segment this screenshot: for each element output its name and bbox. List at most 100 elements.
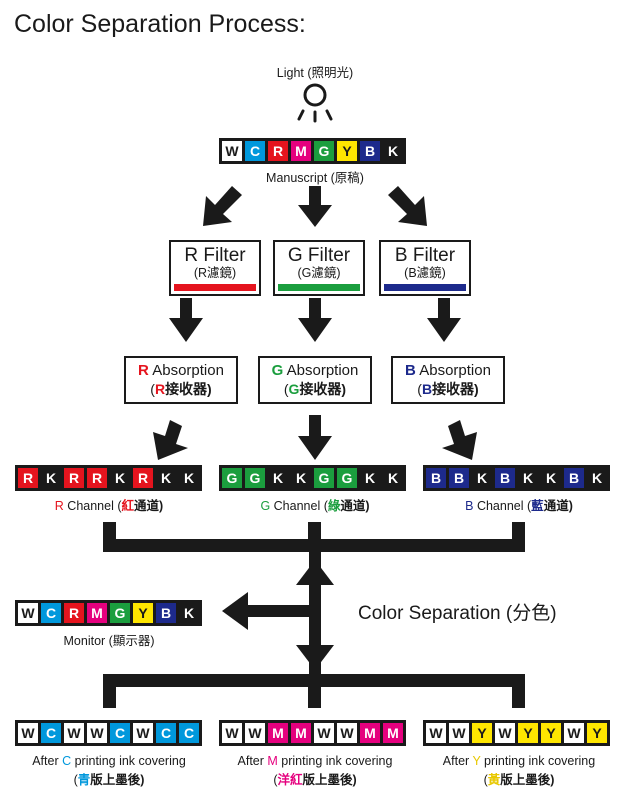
- color-cell: W: [18, 603, 38, 623]
- channel-colored-char: 綠: [327, 499, 341, 513]
- arrow-icon: [442, 420, 477, 460]
- color-cell: G: [337, 468, 357, 488]
- output-text-tail: 版上墨後): [302, 773, 357, 787]
- color-cell: G: [314, 141, 334, 161]
- channel-letter: B: [465, 499, 474, 513]
- color-cell: W: [314, 723, 334, 743]
- color-cell: K: [383, 141, 403, 161]
- color-cell: M: [360, 723, 380, 743]
- c-output-label: After C printing ink covering (青版上墨後): [32, 752, 186, 790]
- collector-bracket: [103, 539, 525, 552]
- color-cell: M: [291, 141, 311, 161]
- filter-title: G Filter: [287, 245, 351, 266]
- absorption-letter: B: [405, 362, 416, 379]
- g-absorption-box: G Absorption (G接收器): [258, 356, 372, 404]
- paren: (: [417, 381, 422, 397]
- b-filter-box: B Filter (B濾鏡): [379, 240, 471, 296]
- color-cell: M: [268, 723, 288, 743]
- color-cell: M: [291, 723, 311, 743]
- color-cell: W: [64, 723, 84, 743]
- channel-letter: G: [260, 499, 271, 513]
- arrow-icon: [169, 298, 203, 342]
- output-text: printing ink covering: [480, 754, 596, 768]
- output-colored-chars: 黃: [487, 773, 501, 787]
- output-letter: Y: [472, 754, 481, 768]
- color-cell: K: [110, 468, 130, 488]
- arrow-icon: [298, 298, 332, 342]
- color-cell: M: [87, 603, 107, 623]
- color-cell: K: [156, 468, 176, 488]
- channel-letter: R: [54, 499, 64, 513]
- arrow-icon: [203, 186, 242, 226]
- color-cell: K: [179, 603, 199, 623]
- separation-label: Color Separation (分色): [358, 603, 557, 624]
- color-cell: R: [18, 468, 38, 488]
- filter-color-bar: [384, 284, 466, 291]
- g-filter-box: G Filter (G濾鏡): [273, 240, 365, 296]
- color-cell: C: [41, 603, 61, 623]
- color-cell: W: [222, 723, 242, 743]
- color-cell: Y: [518, 723, 538, 743]
- color-cell: K: [268, 468, 288, 488]
- color-cell: K: [41, 468, 61, 488]
- output-letter: C: [62, 754, 72, 768]
- absorption-sub-letter: B: [421, 381, 433, 397]
- color-cell: M: [383, 723, 403, 743]
- color-cell: W: [18, 723, 38, 743]
- color-cell: W: [222, 141, 242, 161]
- absorption-letter: G: [271, 362, 284, 379]
- color-cell: W: [495, 723, 515, 743]
- color-cell: K: [518, 468, 538, 488]
- color-cell: K: [472, 468, 492, 488]
- arrow-icon: [427, 298, 461, 342]
- color-cell: W: [245, 723, 265, 743]
- absorption-title: Absorption: [148, 362, 224, 379]
- color-cell: W: [133, 723, 153, 743]
- absorption-title: Absorption: [415, 362, 491, 379]
- color-cell: Y: [337, 141, 357, 161]
- channel-text: Channel (: [63, 499, 122, 513]
- filter-subtitle: (G濾鏡): [297, 266, 341, 280]
- color-cell: W: [564, 723, 584, 743]
- distributor-bracket: [308, 674, 321, 708]
- absorption-sub-letter: R: [154, 381, 166, 397]
- absorption-subtitle: 接收器): [432, 381, 479, 397]
- b-absorption-box: B Absorption (B接收器): [391, 356, 505, 404]
- monitor-label: Monitor (顯示器): [63, 634, 155, 648]
- color-cell: W: [337, 723, 357, 743]
- r-filter-box: R Filter (R濾鏡): [169, 240, 261, 296]
- color-cell: Y: [133, 603, 153, 623]
- arrow-icon: [153, 420, 188, 460]
- color-cell: C: [245, 141, 265, 161]
- output-text: After: [32, 754, 63, 768]
- paren: (: [483, 773, 488, 787]
- color-cell: K: [179, 468, 199, 488]
- absorption-title: Absorption: [283, 362, 359, 379]
- paren: (: [73, 773, 78, 787]
- color-cell: W: [449, 723, 469, 743]
- arrow-icon: [298, 415, 332, 460]
- light-bulb-icon: [297, 83, 333, 123]
- color-cell: C: [41, 723, 61, 743]
- distributor-bracket: [512, 674, 525, 708]
- channel-text-tail: 通道): [543, 499, 573, 513]
- color-cell: B: [426, 468, 446, 488]
- color-cell: C: [110, 723, 130, 743]
- light-label: Light (照明光): [276, 66, 354, 80]
- color-cell: Y: [541, 723, 561, 743]
- color-cell: K: [541, 468, 561, 488]
- color-cell: W: [87, 723, 107, 743]
- paren: (: [273, 773, 278, 787]
- color-cell: B: [156, 603, 176, 623]
- r-absorption-box: R Absorption (R接收器): [124, 356, 238, 404]
- output-letter: M: [267, 754, 278, 768]
- monitor-arrow-shaft: [245, 605, 311, 617]
- m-output-label: After M printing ink covering (洋紅版上墨後): [238, 752, 393, 790]
- filter-color-bar: [174, 284, 256, 291]
